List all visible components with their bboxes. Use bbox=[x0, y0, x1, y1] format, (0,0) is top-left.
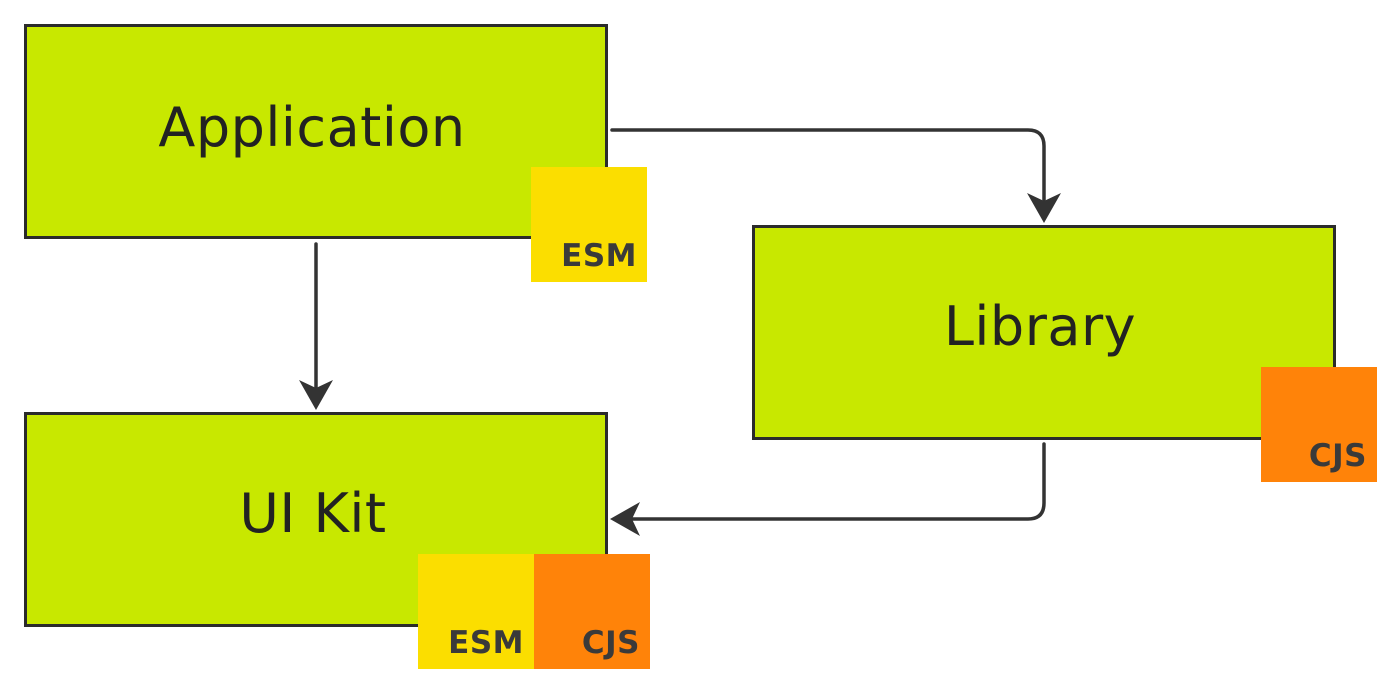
ui-kit-esm-badge: ESM bbox=[418, 554, 534, 669]
esm-badge-label: ESM bbox=[448, 625, 524, 661]
ui-kit-label: UI Kit bbox=[239, 482, 387, 545]
arrowhead-library-top bbox=[1027, 193, 1061, 223]
arrowhead-ui-kit-top bbox=[299, 380, 333, 410]
arrowhead-ui-kit-right bbox=[610, 502, 640, 536]
cjs-badge-label: CJS bbox=[1308, 438, 1367, 474]
application-esm-badge: ESM bbox=[531, 167, 647, 282]
ui-kit-cjs-badge: CJS bbox=[534, 554, 650, 669]
application-node: Application bbox=[24, 24, 608, 239]
esm-badge-label: ESM bbox=[561, 238, 637, 274]
library-cjs-badge: CJS bbox=[1261, 367, 1377, 482]
cjs-badge-label: CJS bbox=[581, 625, 640, 661]
application-label: Application bbox=[158, 96, 466, 159]
library-node: Library bbox=[752, 225, 1336, 440]
library-label: Library bbox=[943, 295, 1137, 358]
edge-library-to-ui-kit bbox=[626, 442, 1046, 521]
edge-application-to-library bbox=[610, 128, 1046, 207]
